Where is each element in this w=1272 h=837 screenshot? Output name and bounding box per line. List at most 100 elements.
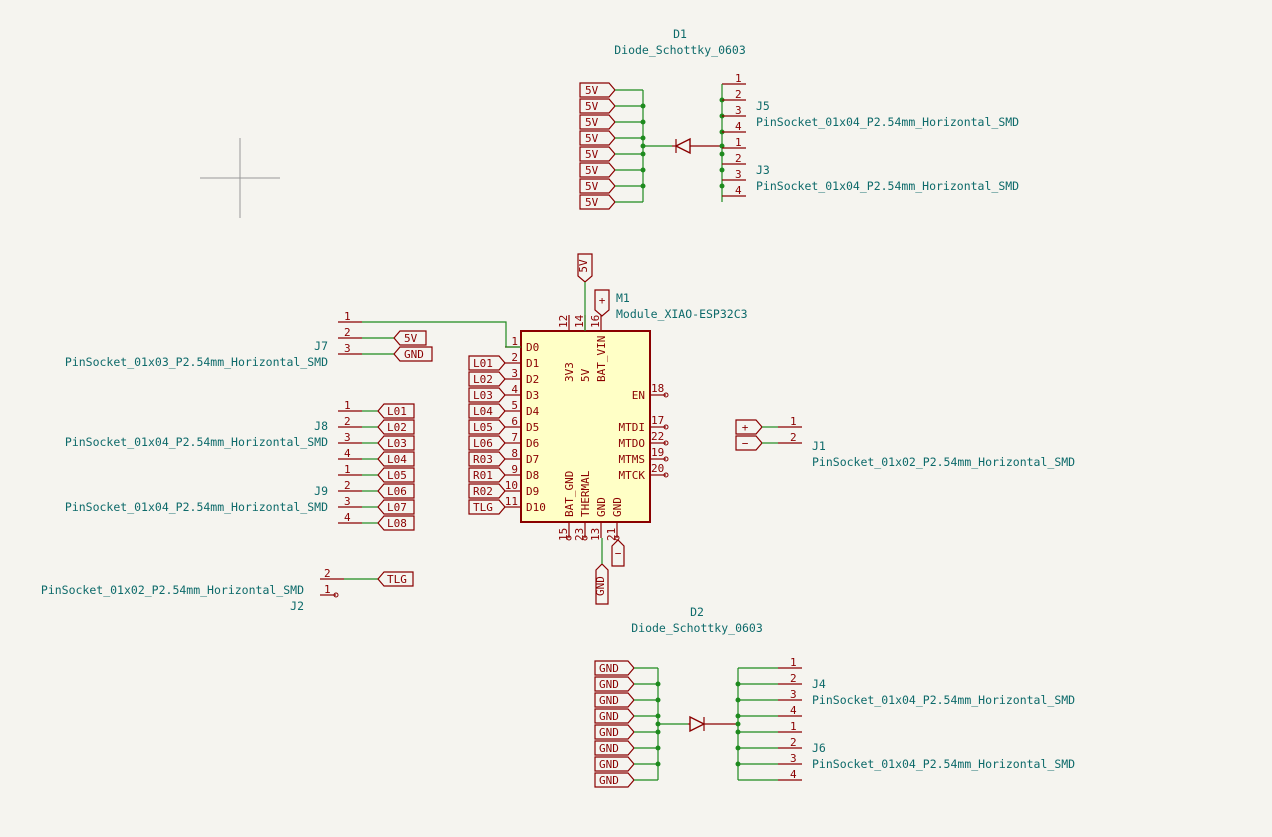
net-label: L02 bbox=[473, 373, 493, 386]
m1-pin-num: 7 bbox=[511, 431, 518, 444]
svg-text:2: 2 bbox=[790, 431, 797, 444]
m1-pin-name: MTMS bbox=[619, 453, 646, 466]
svg-text:5V: 5V bbox=[585, 164, 599, 177]
d1-5v-tag: 5V bbox=[579, 114, 643, 130]
m1-pin-num: 12 bbox=[557, 315, 570, 328]
net-label: L05 bbox=[473, 421, 493, 434]
m1-pin-name: 3V3 bbox=[563, 362, 576, 382]
m1-ref: M1 bbox=[616, 291, 630, 305]
m1-pin-num: 11 bbox=[505, 495, 518, 508]
d1-5v-tag: 5V bbox=[579, 82, 643, 98]
svg-text:GND: GND bbox=[599, 774, 619, 787]
m1-pin-num: 17 bbox=[651, 414, 664, 427]
svg-text:GND: GND bbox=[599, 726, 619, 739]
m1-pin-num: 19 bbox=[651, 446, 664, 459]
d1-5v-tag: 5V bbox=[579, 194, 643, 210]
d2-gnd-tag: GND bbox=[594, 692, 658, 708]
m1-pin-name: D8 bbox=[526, 469, 539, 482]
d2-gnd-tag: GND bbox=[594, 772, 658, 788]
m1-pin-num: 15 bbox=[557, 528, 570, 541]
pin-number: 4 bbox=[735, 120, 742, 133]
svg-text:GND: GND bbox=[599, 678, 619, 691]
j5-value: PinSocket_01x04_P2.54mm_Horizontal_SMD bbox=[756, 115, 1019, 129]
svg-text:+: + bbox=[599, 294, 606, 307]
m1-pin-name: GND bbox=[611, 497, 624, 517]
net-label: L04 bbox=[473, 405, 493, 418]
m1-pin-name: D1 bbox=[526, 357, 539, 370]
j8-ref: J8 bbox=[314, 419, 328, 433]
pin-number: 2 bbox=[790, 736, 797, 749]
m1-plus-label: + bbox=[594, 289, 610, 317]
m1-pin-num: 2 bbox=[511, 351, 518, 364]
svg-text:5V: 5V bbox=[577, 259, 590, 273]
svg-text:GND: GND bbox=[599, 758, 619, 771]
j2-ref: J2 bbox=[290, 599, 304, 613]
m1-pin-name: D2 bbox=[526, 373, 539, 386]
svg-text:GND: GND bbox=[599, 662, 619, 675]
svg-text:5V: 5V bbox=[585, 116, 599, 129]
pin-number: 1 bbox=[735, 72, 742, 85]
m1-pin-num: 23 bbox=[573, 528, 586, 541]
pin-number: 4 bbox=[735, 184, 742, 197]
pin-number: 3 bbox=[344, 431, 351, 444]
svg-text:5V: 5V bbox=[404, 332, 418, 345]
d2-symbol[interactable]: D2 Diode_Schottky_0603 GNDGNDGNDGNDGNDGN… bbox=[594, 605, 763, 788]
svg-text:5V: 5V bbox=[585, 180, 599, 193]
net-label: L01 bbox=[387, 405, 407, 418]
pin-number: 2 bbox=[790, 672, 797, 685]
j1-ref: J1 bbox=[812, 439, 826, 453]
m1-pin-num: 16 bbox=[589, 315, 602, 328]
d2-gnd-tag: GND bbox=[594, 756, 658, 772]
svg-text:GND: GND bbox=[599, 710, 619, 723]
j2-connector[interactable]: 2 1 TLG PinSocket_01x02_P2.54mm_Horizont… bbox=[41, 567, 414, 613]
pin-number: 3 bbox=[790, 688, 797, 701]
m1-pin-name: D4 bbox=[526, 405, 540, 418]
m1-pin-name: D0 bbox=[526, 341, 539, 354]
net-label: L02 bbox=[387, 421, 407, 434]
m1-pin-num: 10 bbox=[505, 479, 518, 492]
net-label: L07 bbox=[387, 501, 407, 514]
svg-text:5V: 5V bbox=[585, 84, 599, 97]
d1-5v-tag: 5V bbox=[579, 178, 643, 194]
m1-pin-name: MTCK bbox=[619, 469, 646, 482]
d2-gnd-tag: GND bbox=[594, 676, 658, 692]
pin-number: 4 bbox=[790, 704, 797, 717]
j1-value: PinSocket_01x02_P2.54mm_Horizontal_SMD bbox=[812, 455, 1075, 469]
m1-pin-name: BAT_GND bbox=[563, 471, 576, 517]
d2-gnd-tag: GND bbox=[594, 740, 658, 756]
j9-value: PinSocket_01x04_P2.54mm_Horizontal_SMD bbox=[65, 500, 328, 514]
m1-pin-num: 13 bbox=[589, 528, 602, 541]
net-label: L04 bbox=[387, 453, 407, 466]
svg-text:−: − bbox=[615, 547, 622, 560]
net-label: L05 bbox=[387, 469, 407, 482]
svg-text:1: 1 bbox=[344, 310, 351, 323]
j4-value: PinSocket_01x04_P2.54mm_Horizontal_SMD bbox=[812, 693, 1075, 707]
j7-connector[interactable]: J7 PinSocket_01x03_P2.54mm_Horizontal_SM… bbox=[65, 310, 521, 369]
d1-diode-glyph bbox=[672, 137, 722, 155]
m1-pin-num: 1 bbox=[511, 335, 518, 348]
net-label: R02 bbox=[473, 485, 493, 498]
d1-5v-tag: 5V bbox=[579, 130, 643, 146]
d2-diode-glyph bbox=[688, 715, 738, 733]
net-label: L03 bbox=[473, 389, 493, 402]
svg-text:5V: 5V bbox=[585, 148, 599, 161]
pin-number: 3 bbox=[790, 752, 797, 765]
m1-pin-num: 9 bbox=[511, 463, 518, 476]
d1-5v-tag: 5V bbox=[579, 98, 643, 114]
pin-number: 4 bbox=[344, 447, 351, 460]
m1-minus-label: − bbox=[611, 539, 625, 567]
m1-pin-name: MTDO bbox=[619, 437, 646, 450]
crosshair-cursor bbox=[200, 138, 280, 218]
net-label: L06 bbox=[387, 485, 407, 498]
svg-text:GND: GND bbox=[599, 742, 619, 755]
m1-pin-num: 21 bbox=[605, 528, 618, 541]
j1-connector[interactable]: + − 1 2 J1 PinSocket_01x02_P2.54mm_Horiz… bbox=[735, 415, 1075, 469]
pin-number: 3 bbox=[735, 104, 742, 117]
